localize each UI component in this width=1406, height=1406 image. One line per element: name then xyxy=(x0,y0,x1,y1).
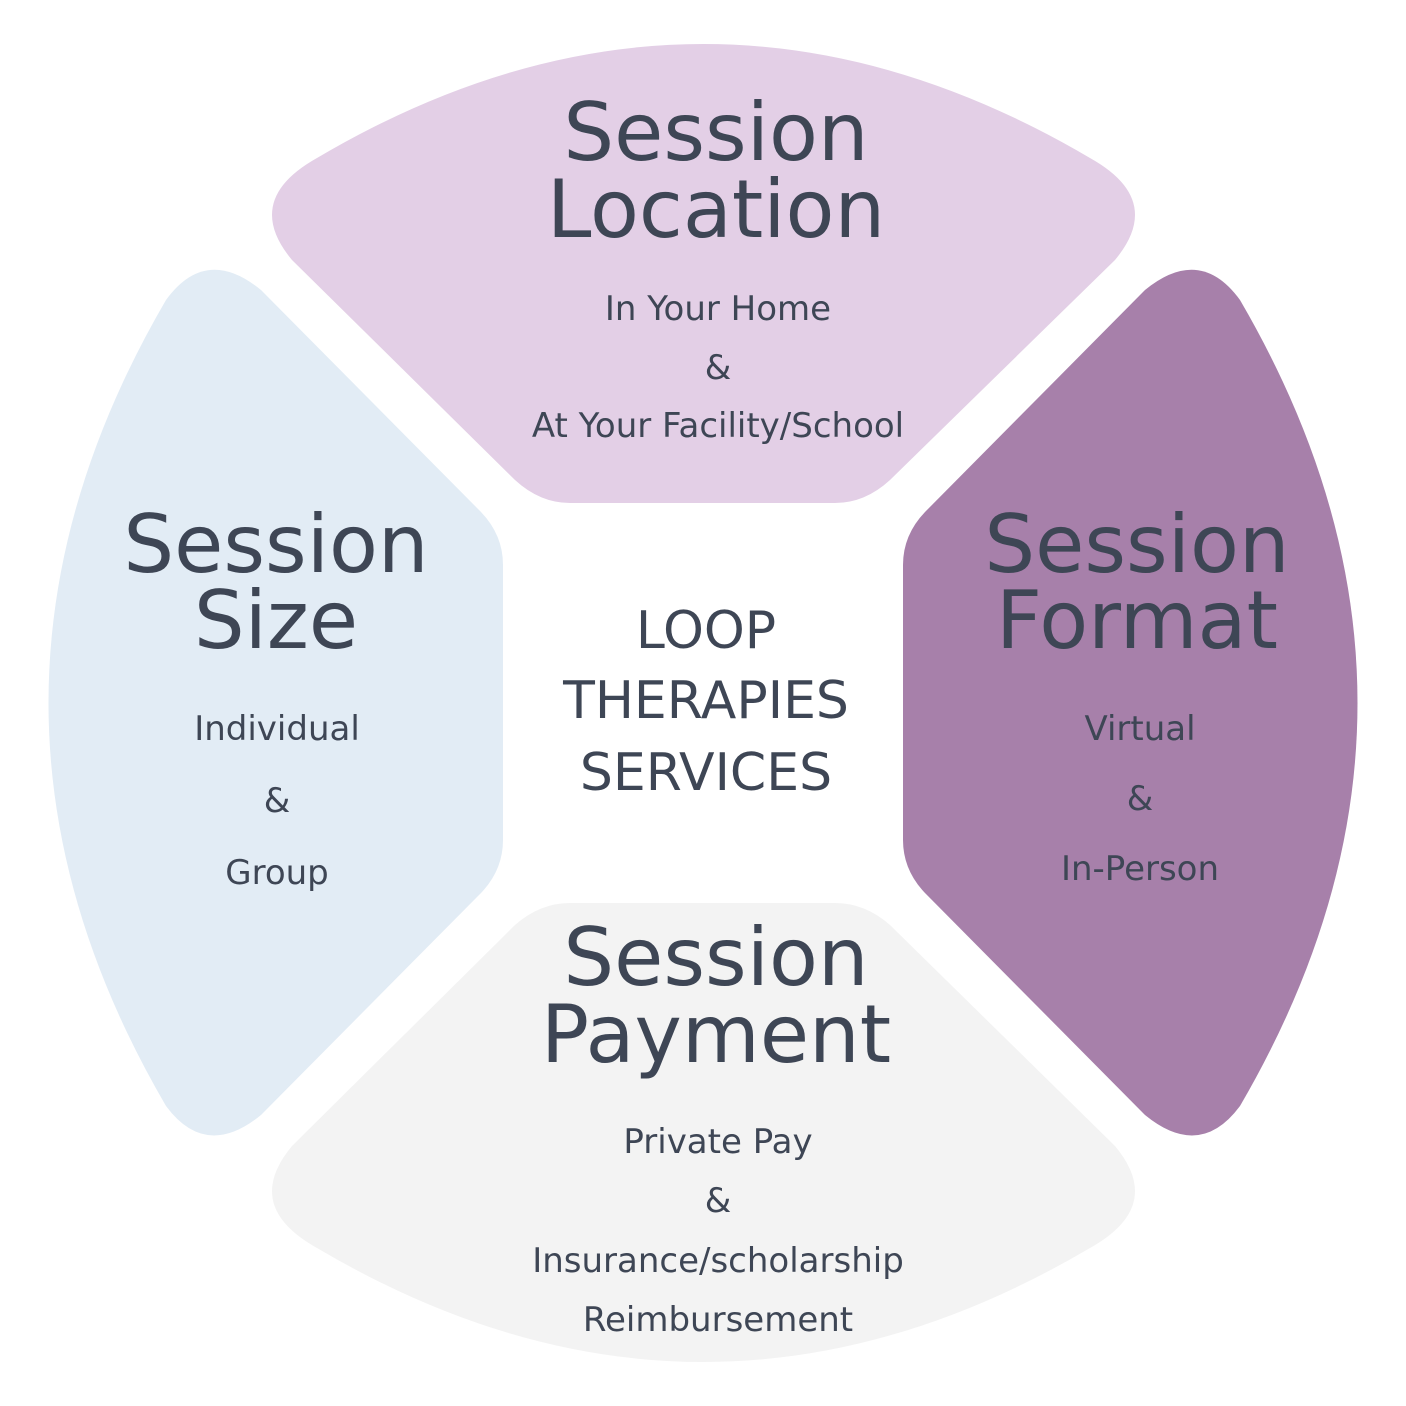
center-label: LOOP THERAPIES SERVICES xyxy=(562,601,849,803)
segment-session-size: Session Size Individual & Group xyxy=(48,269,503,1136)
segment-payment-title-line-1: Session xyxy=(563,911,868,1004)
segment-format-item-3: In-Person xyxy=(1061,849,1219,889)
segment-location-title-line-2: Location xyxy=(547,163,885,256)
segment-size-title-line-2: Size xyxy=(194,574,358,667)
segment-format-item-1: Virtual xyxy=(1084,709,1195,749)
segment-session-location: Session Location In Your Home & At Your … xyxy=(272,44,1135,503)
segment-payment-item-1: Private Pay xyxy=(623,1122,812,1162)
segment-payment-shape xyxy=(272,903,1135,1362)
segment-payment-item-3: Insurance/scholarship xyxy=(532,1241,904,1281)
segment-format-shape xyxy=(903,269,1358,1136)
segment-session-payment: Session Payment Private Pay & Insurance/… xyxy=(272,903,1135,1362)
segment-payment-item-4: Reimbursement xyxy=(583,1300,853,1340)
center-label-line-2: THERAPIES xyxy=(562,671,849,731)
segment-session-format: Session Format Virtual & In-Person xyxy=(903,269,1358,1136)
center-label-line-1: LOOP xyxy=(636,601,776,661)
segment-payment-title-line-2: Payment xyxy=(541,988,891,1081)
segment-payment-item-2: & xyxy=(705,1181,732,1221)
segment-location-title-line-1: Session xyxy=(563,86,868,179)
segment-size-title-line-1: Session xyxy=(123,498,428,591)
segment-location-item-1: In Your Home xyxy=(605,289,831,329)
segment-location-item-2: & xyxy=(705,348,732,388)
segment-location-shape xyxy=(272,44,1135,503)
segment-size-shape xyxy=(48,269,503,1136)
segment-format-title-line-1: Session xyxy=(984,498,1289,591)
segment-format-title-line-2: Format xyxy=(996,574,1278,667)
segment-location-item-3: At Your Facility/School xyxy=(532,406,904,446)
segment-size-item-2: & xyxy=(264,781,291,821)
segment-size-item-3: Group xyxy=(225,853,329,893)
segment-size-item-1: Individual xyxy=(194,709,360,749)
segment-format-item-2: & xyxy=(1127,779,1154,819)
center-label-line-3: SERVICES xyxy=(580,743,832,803)
